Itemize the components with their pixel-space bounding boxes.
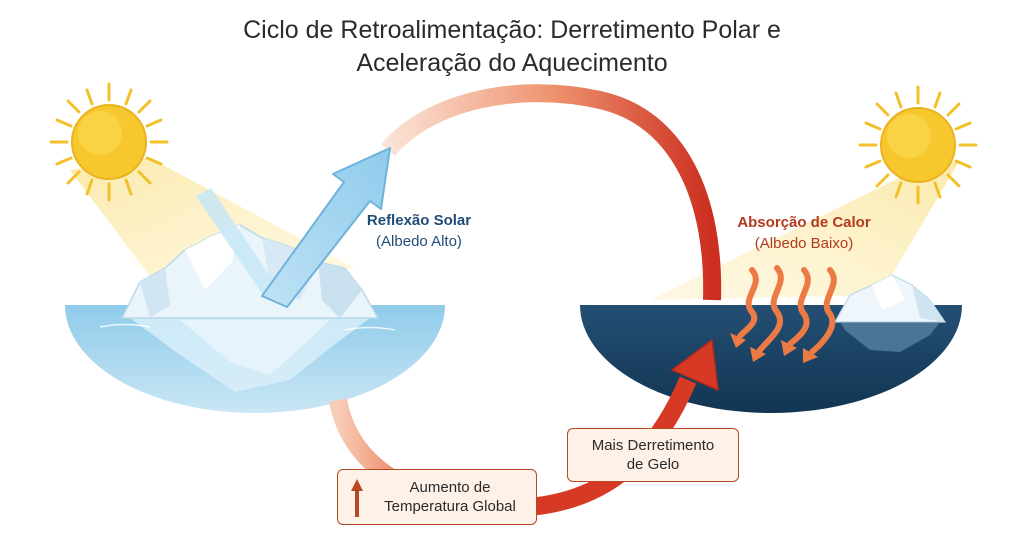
diagram-title: Ciclo de Retroalimentação: Derretimento … <box>0 14 1024 80</box>
title-line-1: Ciclo de Retroalimentação: Derretimento … <box>243 16 781 44</box>
right-sun-icon <box>858 85 978 205</box>
reflection-arrow <box>196 147 391 308</box>
temperature-increase-box: Aumento de Temperatura Global <box>337 469 537 525</box>
cycle-arrow-head <box>670 338 719 392</box>
title-line-2: Aceleração do Aquecimento <box>356 49 668 77</box>
reflection-label: Reflexão Solar <box>366 212 472 229</box>
up-arrow-icon <box>351 479 363 517</box>
melting-box-line-2: de Gelo <box>626 456 680 473</box>
more-melting-box: Mais Derretimento de Gelo <box>567 428 739 482</box>
cycle-arrow-top <box>381 84 722 301</box>
absorption-label: Absorção de Calor <box>737 214 871 231</box>
absorption-sublabel: (Albedo Baixo) <box>754 235 854 252</box>
reflection-sublabel: (Albedo Alto) <box>376 233 462 250</box>
right-iceberg <box>833 274 947 352</box>
heat-absorption-arrows <box>737 265 837 355</box>
temperature-box-line-1: Aumento de <box>409 479 491 496</box>
temperature-box-line-2: Temperatura Global <box>384 498 516 515</box>
left-sun-icon <box>49 82 169 202</box>
melting-box-line-1: Mais Derretimento <box>591 437 715 454</box>
right-sun-beam <box>650 160 960 300</box>
heat-arrow-heads <box>730 333 818 363</box>
